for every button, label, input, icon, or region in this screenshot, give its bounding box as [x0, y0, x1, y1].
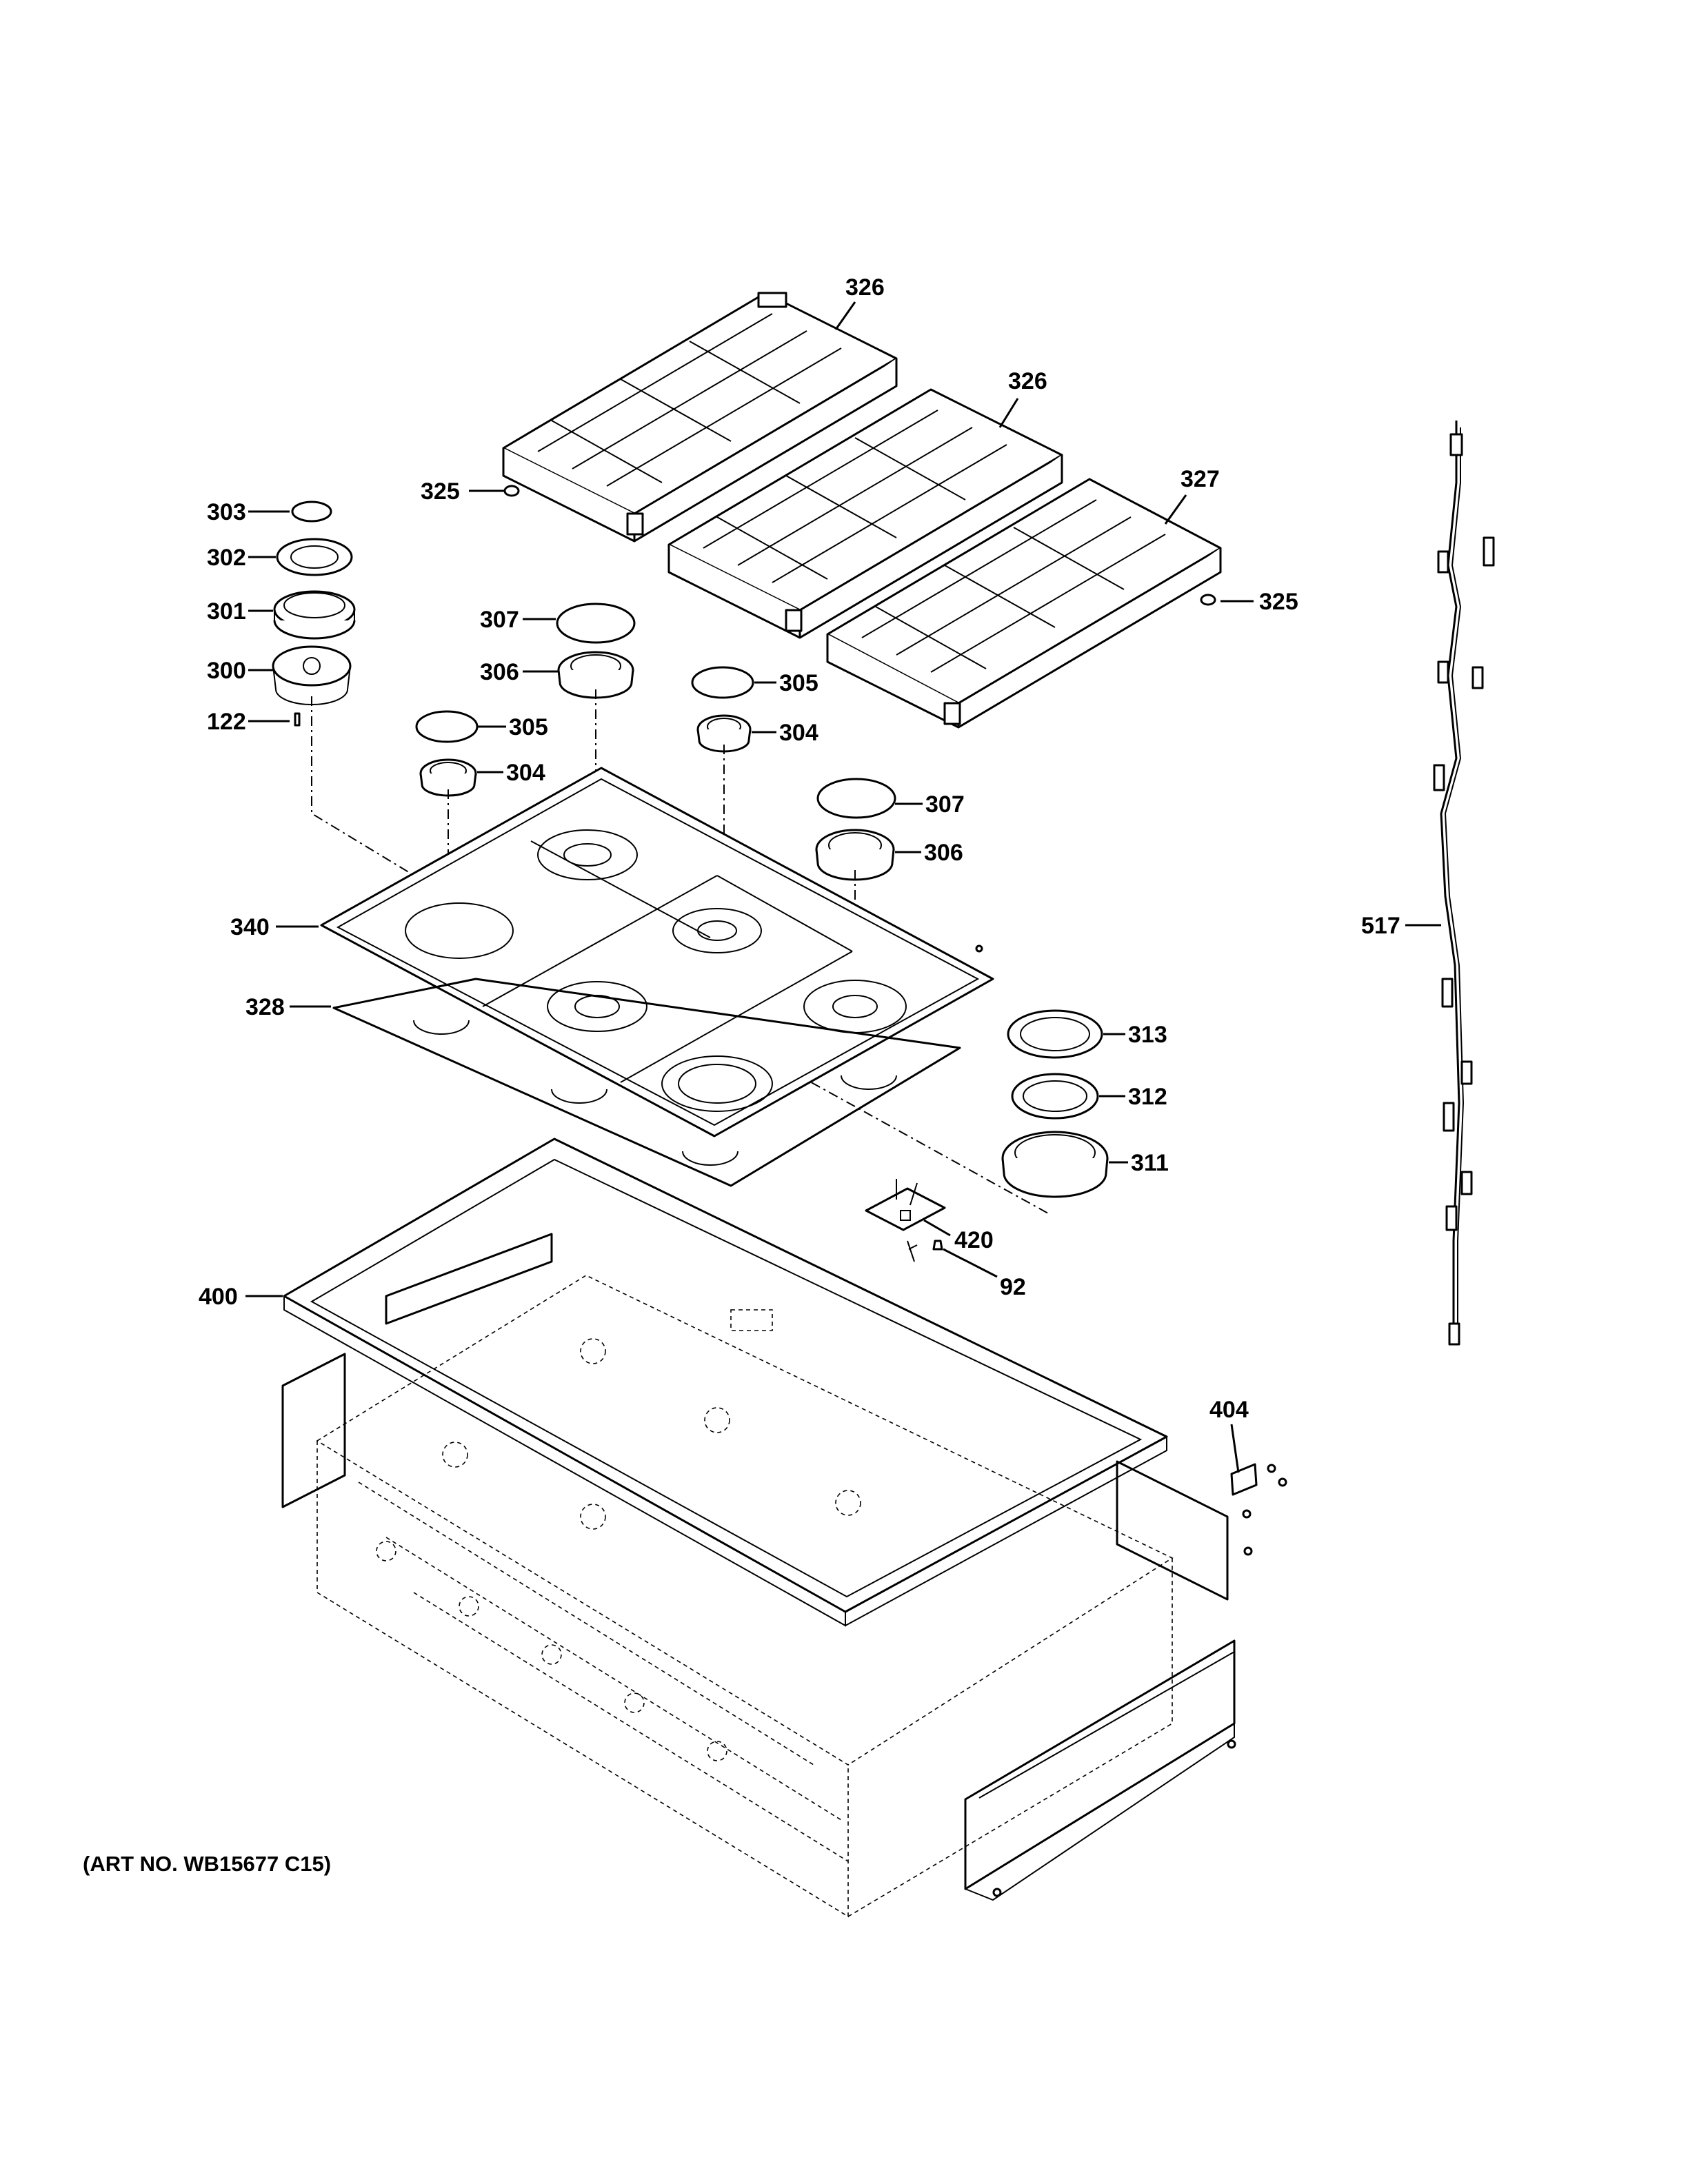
burner-head-306-right[interactable] — [815, 829, 895, 881]
callout-92: 92 — [1000, 1274, 1026, 1300]
callout-306-right: 306 — [924, 840, 963, 866]
burner-ring-302[interactable] — [276, 538, 353, 576]
side-panel-right — [1116, 1460, 1229, 1601]
burner-head-306-center[interactable] — [557, 651, 634, 699]
front-trim-panel — [964, 1639, 1236, 1901]
callout-313: 313 — [1128, 1022, 1167, 1048]
callout-517: 517 — [1361, 913, 1400, 939]
callout-404: 404 — [1209, 1397, 1249, 1423]
spark-module-420[interactable] — [865, 1179, 946, 1231]
frame-400[interactable] — [283, 1138, 1168, 1627]
callout-303: 303 — [207, 499, 246, 525]
callout-307-center: 307 — [480, 607, 519, 633]
burner-head-301[interactable] — [273, 590, 356, 640]
callout-325-right: 325 — [1259, 589, 1298, 615]
grate-right-327[interactable] — [826, 478, 1222, 729]
grate-middle-326[interactable] — [667, 388, 1063, 639]
callout-311: 311 — [1131, 1150, 1169, 1176]
burner-cap-307-center[interactable] — [556, 603, 636, 644]
callout-301: 301 — [207, 598, 246, 625]
callout-307-right: 307 — [925, 791, 965, 818]
burner-base-311[interactable] — [1001, 1131, 1109, 1198]
burner-ring-313[interactable] — [1007, 1009, 1103, 1059]
callout-122: 122 — [207, 709, 246, 735]
bracket-404[interactable] — [1230, 1463, 1258, 1496]
callout-327: 327 — [1180, 466, 1220, 492]
callout-312: 312 — [1128, 1084, 1167, 1110]
grate-left-326[interactable] — [502, 292, 898, 543]
burner-head-304-left[interactable] — [419, 758, 477, 797]
gasket-328[interactable] — [332, 978, 961, 1187]
callout-328: 328 — [245, 994, 285, 1020]
callout-304-left: 304 — [506, 760, 545, 786]
callout-325-left: 325 — [421, 478, 460, 505]
callout-326-left: 326 — [845, 274, 885, 301]
burner-base-300[interactable] — [272, 645, 352, 705]
callout-306-center: 306 — [480, 659, 519, 685]
burner-ring-312[interactable] — [1011, 1073, 1099, 1120]
art-number: (ART NO. WB15677 C15) — [83, 1852, 332, 1876]
grate-foot-325-right[interactable] — [1200, 594, 1216, 606]
callout-302: 302 — [207, 545, 246, 571]
callout-304-right: 304 — [779, 720, 818, 746]
callout-305-right: 305 — [779, 670, 818, 696]
grate-foot-325-left[interactable] — [503, 485, 520, 497]
burner-cap-305-right[interactable] — [691, 666, 754, 699]
callout-300: 300 — [207, 658, 246, 684]
wire-harness-517[interactable] — [1433, 421, 1495, 1346]
callout-326-middle: 326 — [1008, 368, 1047, 394]
screw-92[interactable] — [932, 1240, 943, 1251]
burner-cap-303[interactable] — [291, 501, 332, 523]
burner-cap-307-right[interactable] — [816, 778, 896, 819]
burner-cap-305-left[interactable] — [415, 710, 479, 743]
side-panel-left — [281, 1353, 346, 1508]
callout-305-left: 305 — [509, 714, 548, 740]
callout-420: 420 — [954, 1227, 994, 1253]
cooktop-top-340[interactable] — [320, 767, 994, 1138]
chassis-assembly — [316, 1275, 1174, 1918]
screw-122[interactable] — [294, 712, 301, 727]
callout-400: 400 — [199, 1284, 238, 1310]
callout-340: 340 — [230, 914, 270, 940]
burner-head-304-right[interactable] — [696, 714, 752, 753]
